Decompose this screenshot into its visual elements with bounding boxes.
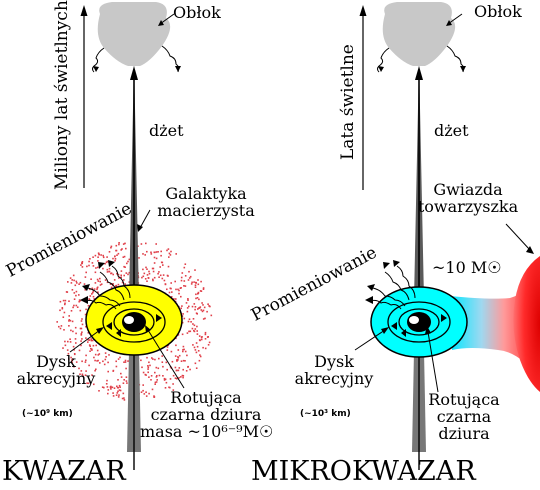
micro-cloud-label: Obłok bbox=[474, 2, 522, 21]
quasar-disk-label-line2: akrecyjny bbox=[16, 368, 96, 388]
quasar-panel bbox=[56, 2, 213, 470]
companion-mass-label: ~10 M☉ bbox=[432, 258, 502, 277]
micro-scale-axis-label: Lata świetlne bbox=[338, 44, 358, 160]
micro-bh-label-line2: czarna bbox=[436, 406, 492, 426]
quasar-scale-axis-label: Miliony lat świetlnych bbox=[52, 0, 72, 190]
host-galaxy-label-line2: macierzysta bbox=[157, 200, 255, 220]
micro-leader-arrowheads bbox=[381, 246, 534, 334]
companion-star-label-line2: towarzyszka bbox=[417, 196, 519, 216]
micro-bh-label-line1: Rotująca bbox=[428, 390, 500, 409]
micro-black-hole-label: Rotująca czarna dziura bbox=[424, 390, 504, 443]
quasar-bh-label-line1: Rotująca bbox=[170, 388, 242, 407]
quasar-title: KWAZAR bbox=[2, 456, 126, 487]
companion-star-label-line1: Gwiazda bbox=[433, 180, 503, 199]
quasar-black-hole-label: Rotująca czarna dziura masa ~10⁶⁻⁹M☉ bbox=[140, 388, 274, 441]
micro-disk-label-line2: akrecyjny bbox=[294, 368, 374, 388]
host-galaxy-label: Galaktyka macierzysta bbox=[146, 184, 266, 220]
companion-star bbox=[513, 256, 540, 392]
quasar-cloud-label: Obłok bbox=[173, 3, 221, 22]
micro-disk-label-line1: Dysk bbox=[314, 352, 354, 371]
quasar-leader-lines bbox=[69, 209, 185, 389]
quasar-jet-label: dżet bbox=[149, 121, 184, 140]
quasar-disk-label-line1: Dysk bbox=[36, 352, 76, 371]
micro-jet bbox=[412, 60, 426, 470]
micro-scale-arrow bbox=[359, 5, 367, 190]
quasar-disk-label: Dysk akrecyjny bbox=[12, 352, 100, 388]
micro-disk-label: Dysk akrecyjny bbox=[290, 352, 378, 388]
quasar-leader-arrowheads bbox=[96, 224, 151, 334]
quasar-jet bbox=[127, 60, 141, 470]
microquasar-panel bbox=[354, 2, 540, 470]
micro-radiation-waves bbox=[368, 265, 416, 310]
quasar-scale-arrow bbox=[80, 5, 88, 188]
micro-jet-label: dżet bbox=[434, 121, 469, 140]
microquasar-title: MIKROKWAZAR bbox=[251, 456, 476, 487]
quasar-bh-label-line2: czarna dziura bbox=[150, 404, 262, 424]
quasar-radiation-waves bbox=[83, 265, 131, 310]
micro-black-hole bbox=[407, 312, 431, 332]
micro-leader-lines bbox=[354, 223, 531, 393]
micro-cloud bbox=[377, 2, 466, 73]
quasar-cloud bbox=[92, 2, 181, 73]
micro-disk-size: (~10³ km) bbox=[300, 409, 351, 419]
quasar-disk-size: (~10⁹ km) bbox=[22, 409, 73, 419]
micro-bh-label-line3: dziura bbox=[438, 423, 490, 443]
quasar-radiation-arrowheads bbox=[80, 260, 115, 304]
host-galaxy-label-line1: Galaktyka bbox=[165, 184, 247, 203]
quasar-bh-mass: masa ~10⁶⁻⁹M☉ bbox=[140, 421, 274, 441]
quasar-black-hole bbox=[122, 312, 146, 332]
companion-star-label: Gwiazda towarzyszka bbox=[400, 180, 536, 216]
micro-radiation-arrowheads bbox=[365, 260, 400, 304]
